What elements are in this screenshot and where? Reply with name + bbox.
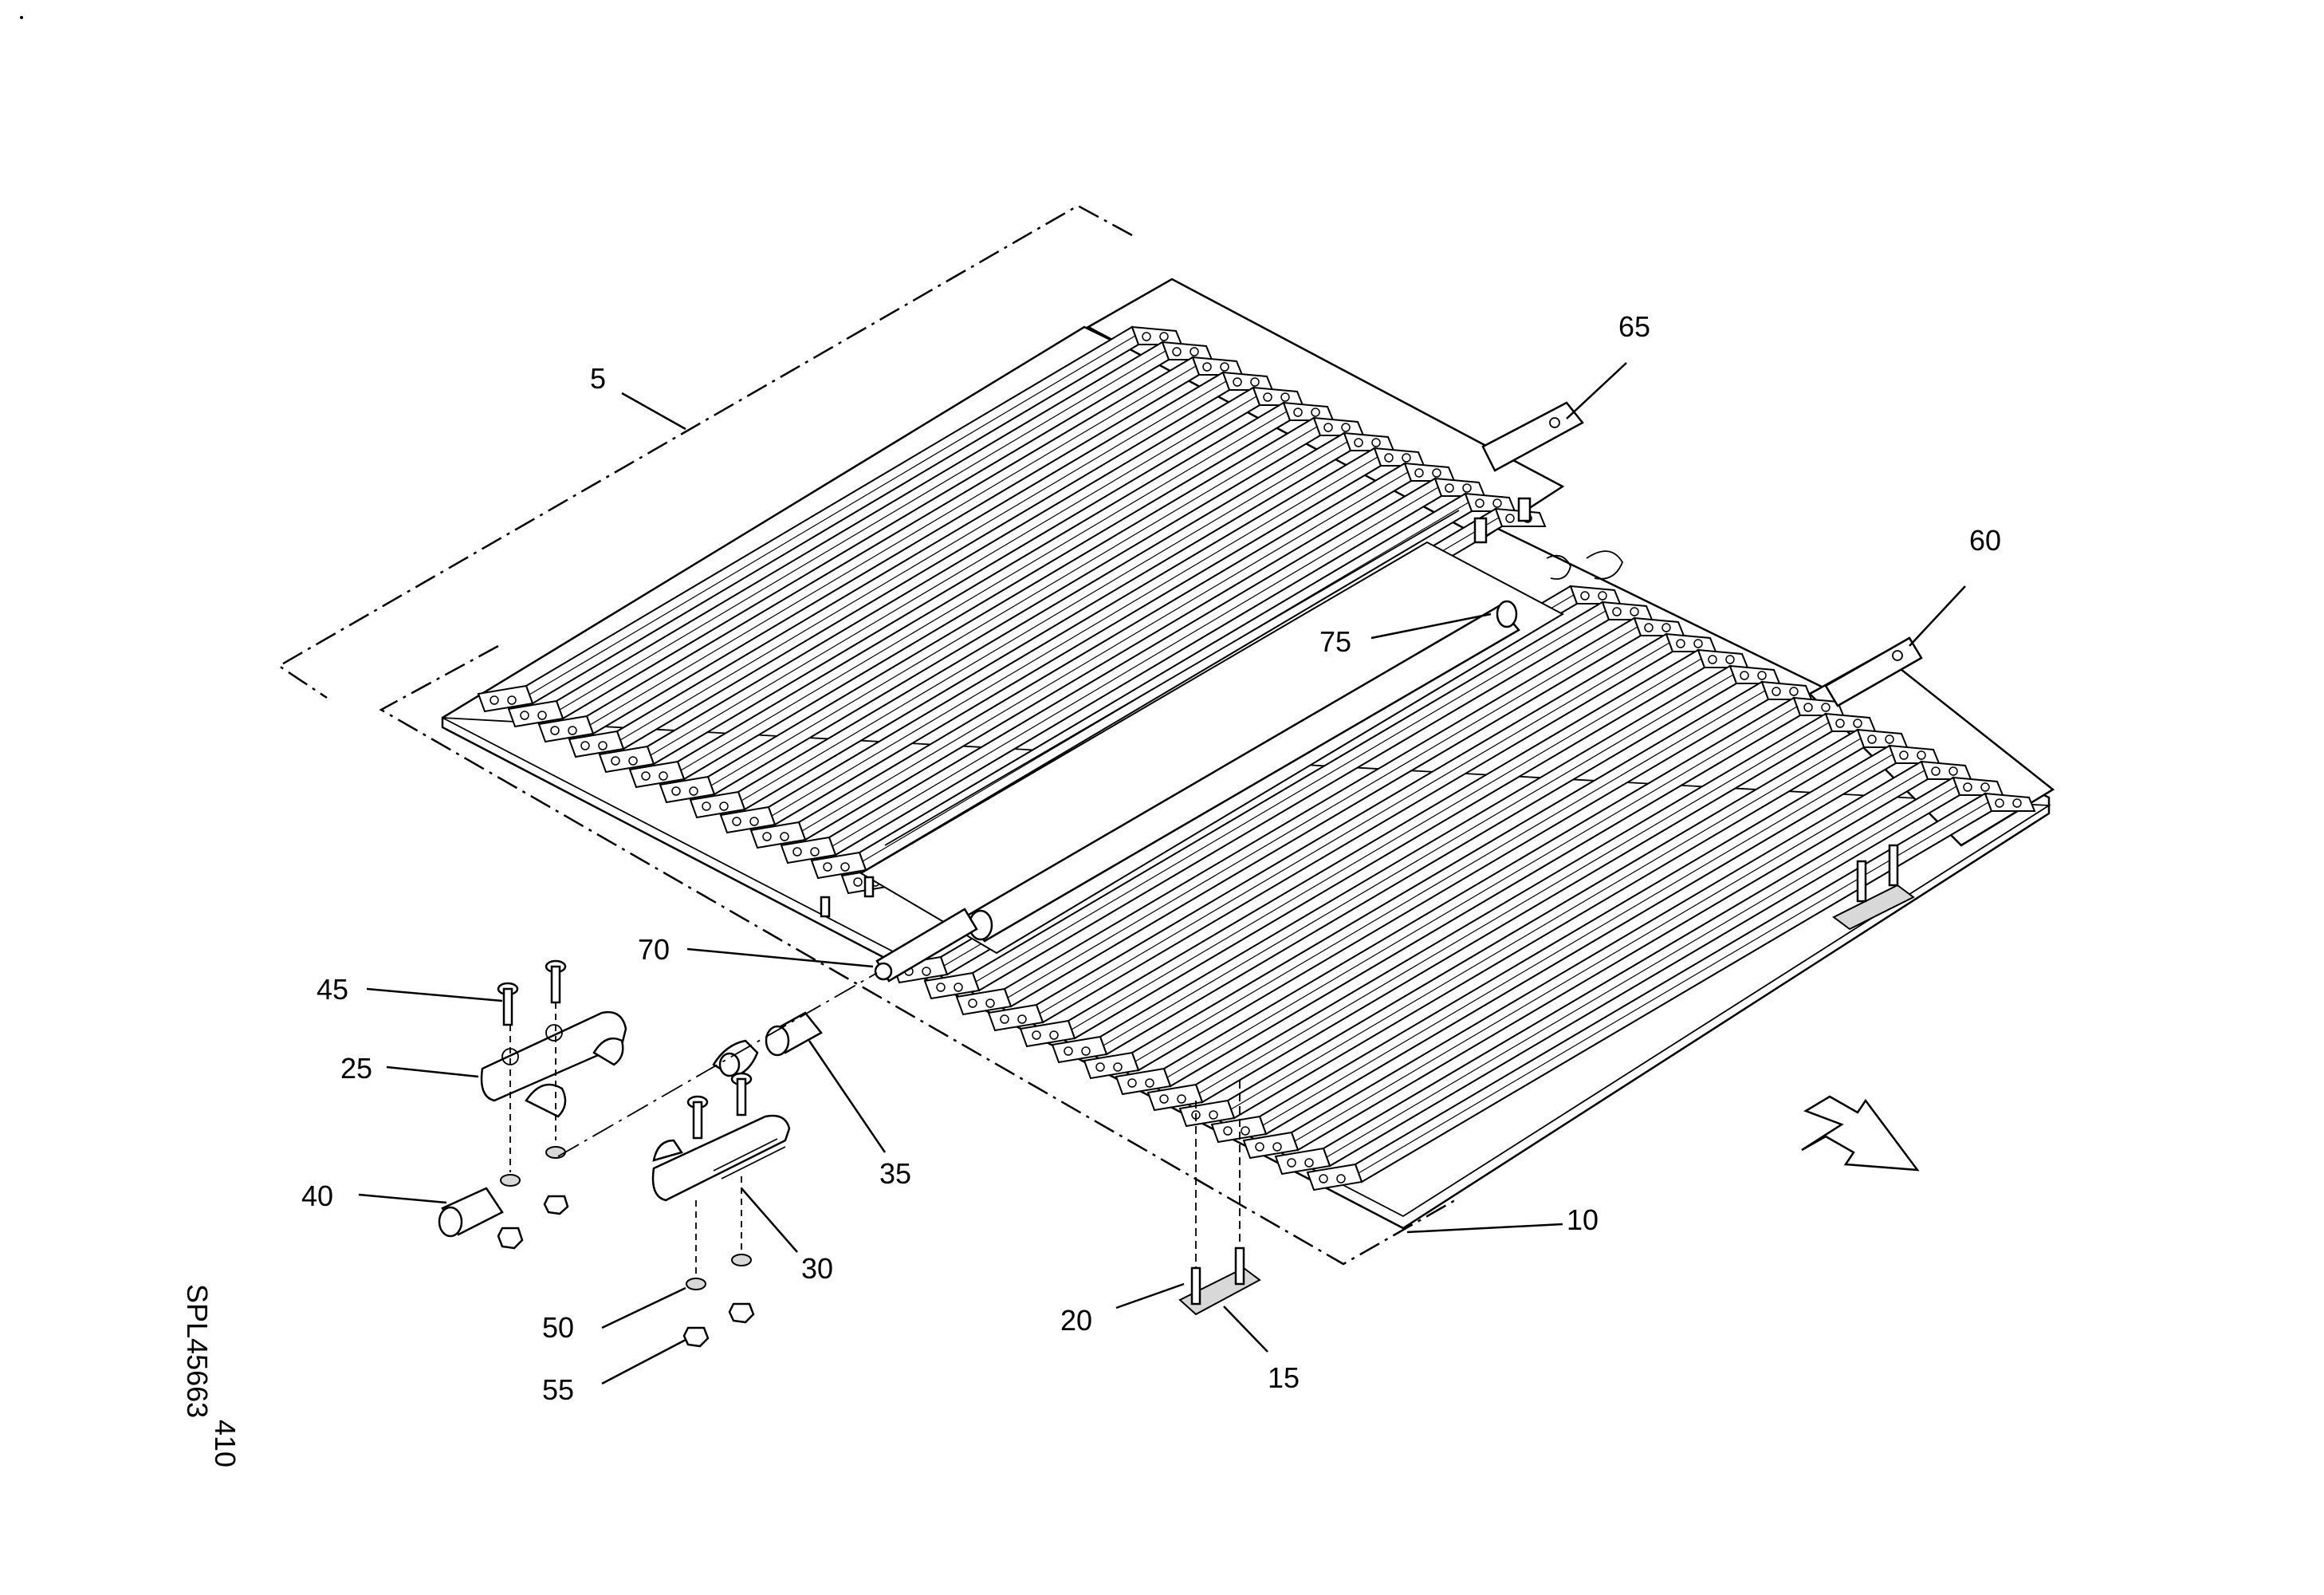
callout-70: 70 [638,933,670,966]
leader-lines [358,362,1966,1385]
callout-30: 30 [801,1252,833,1285]
leader-25 [386,1065,479,1078]
leader-15 [1223,1306,1268,1353]
callout-50: 50 [542,1311,574,1344]
leader-65 [1566,362,1627,419]
upper-slat [628,401,1335,789]
bushing-35 [765,1011,823,1057]
drawing-code-line1: 410 [209,1420,242,1467]
upper-slat [659,416,1365,804]
upper-slat [689,431,1395,819]
lower-slat [1242,760,1972,1160]
foot-bracket-right [1832,844,1915,931]
lower-slat [923,601,1654,1000]
drawing-code-line2: SPL45663 [181,1284,214,1418]
lower-slat [1051,664,1781,1064]
leader-40 [358,1193,447,1204]
callout-10: 10 [1567,1203,1598,1236]
callout-35: 35 [879,1157,911,1190]
lower-slat [1083,680,1813,1080]
callout-45: 45 [317,973,348,1006]
roller-75 [963,497,1624,943]
lower-slat [987,632,1717,1032]
elbow-fitting [712,1039,759,1078]
leader-30 [741,1187,798,1253]
foot-bracket-15 [1178,1081,1261,1316]
direction-arrow [1801,1095,1920,1172]
callout-75: 75 [1319,625,1351,658]
explode-axis-line [557,972,878,1157]
callout-15: 15 [1268,1361,1300,1394]
leader-10 [1406,1223,1563,1234]
drawing-code: 410 SPL45663 [181,1284,242,1467]
upper-slat [749,462,1456,849]
clamp-25 [480,1010,627,1118]
lower-slat [1306,792,2036,1191]
callout-55: 55 [542,1373,574,1406]
bolt-pair-30 [686,1072,753,1140]
bushing-40 [438,1187,504,1238]
callout-25: 25 [340,1052,372,1085]
leader-45 [366,987,503,1002]
lower-slat [1210,744,1941,1144]
clamp-30 [651,1114,791,1202]
callout-labels: 5 10 15 20 25 30 35 40 45 50 55 60 65 70… [301,310,2001,1406]
leader-75 [1370,612,1492,640]
leader-35 [808,1040,887,1153]
lower-slat [1274,776,2004,1176]
upper-slat [537,356,1244,743]
bolt-45-pair [497,959,567,1026]
upper-slat [780,477,1486,864]
leader-20 [1115,1282,1185,1309]
upper-slat [507,341,1213,728]
shaft-65 [1481,401,1584,472]
upper-slat [598,386,1304,774]
leader-60 [1909,585,1966,647]
callout-60: 60 [1969,524,2001,557]
shaft-60 [1824,636,1923,707]
callout-40: 40 [301,1180,333,1212]
callout-20: 20 [1060,1304,1092,1337]
callout-5: 5 [590,362,606,395]
upper-slat [568,371,1274,758]
shaft-70 [820,876,978,983]
callout-65: 65 [1618,310,1650,343]
lower-slat [1019,648,1749,1048]
leader-5 [621,392,686,431]
lower-slat [1146,712,1877,1112]
bracket-assembly-5 [277,204,1133,699]
bracket-assembly-10 [379,644,1456,1266]
upper-slat [477,325,1183,713]
leader-70 [686,947,874,968]
corner-dot [20,16,23,19]
leader-55 [601,1338,686,1385]
lower-slat [1115,696,1845,1096]
upper-slat [719,447,1425,834]
washers-nuts-50-55 [682,1176,755,1348]
leader-50 [601,1286,686,1329]
